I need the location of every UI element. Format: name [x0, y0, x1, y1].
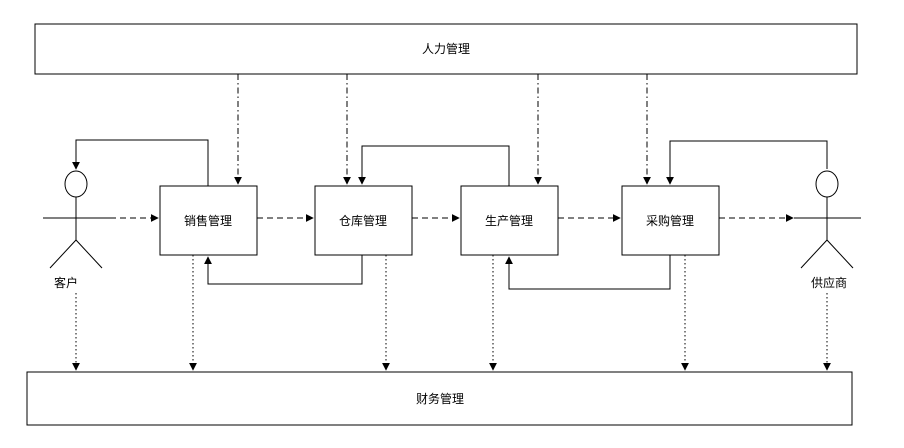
- customer-head: [64, 170, 88, 198]
- sales-to-customer-feedback: [72, 139, 209, 186]
- hr-management-label: 人力管理: [422, 41, 470, 56]
- warehouse-to-sales-feedback: [204, 255, 363, 285]
- production-management-box[interactable]: 生产管理: [460, 185, 559, 256]
- hr-management-box[interactable]: 人力管理: [34, 23, 858, 75]
- sales-management-box[interactable]: 销售管理: [159, 185, 258, 256]
- supplier-head: [815, 170, 839, 198]
- customer-actor[interactable]: 客户: [43, 170, 110, 290]
- supplier-right-leg: [826, 239, 854, 269]
- supplier-left-leg: [800, 239, 828, 269]
- warehouse-management-box[interactable]: 仓库管理: [314, 185, 413, 256]
- production-management-label: 生产管理: [485, 213, 533, 228]
- customer-left-leg: [49, 239, 77, 269]
- production-to-warehouse-feedback: [358, 145, 510, 186]
- purchase-to-production-feedback: [505, 255, 671, 290]
- supplier-to-purchase-feedback: [666, 140, 828, 185]
- supplier-actor[interactable]: 供应商: [794, 170, 861, 290]
- purchase-management-box[interactable]: 采购管理: [621, 185, 720, 256]
- customer-label: 客户: [54, 275, 78, 290]
- finance-management-box[interactable]: 财务管理: [26, 371, 853, 426]
- purchase-management-label: 采购管理: [646, 213, 694, 228]
- customer-right-leg: [75, 239, 103, 269]
- warehouse-management-label: 仓库管理: [339, 213, 387, 228]
- supplier-label: 供应商: [811, 275, 847, 290]
- finance-management-label: 财务管理: [416, 391, 464, 406]
- sales-management-label: 销售管理: [184, 213, 232, 228]
